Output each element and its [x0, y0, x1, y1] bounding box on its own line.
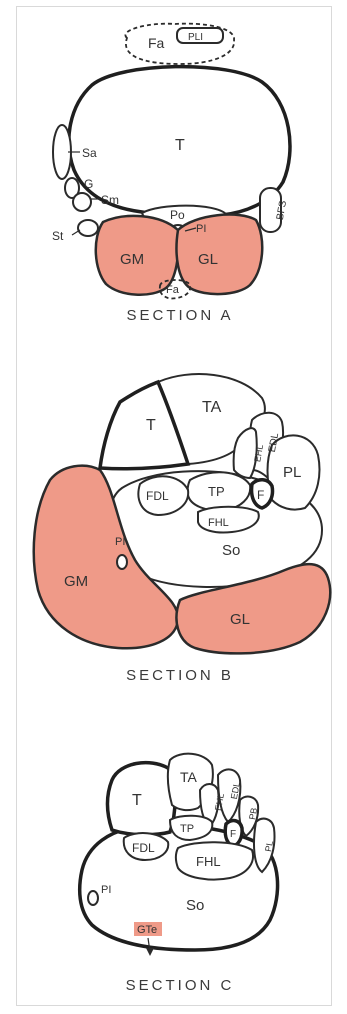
pi-shape-b	[117, 555, 127, 569]
st-shape	[78, 220, 98, 236]
label-t-c: T	[132, 792, 142, 809]
section-a: Fa PLI T Sa G Sm St Po PI BFS GM GL Fa S…	[52, 24, 290, 324]
label-t-b: T	[146, 417, 156, 434]
label-pb-c: PB	[247, 807, 259, 821]
label-pl-b: PL	[283, 464, 301, 481]
label-g: G	[84, 177, 93, 191]
label-pi-c: PI	[101, 884, 111, 896]
label-sa: Sa	[82, 146, 97, 160]
label-tp-c: TP	[180, 823, 194, 835]
label-f-c: F	[230, 829, 236, 840]
label-st: St	[52, 229, 64, 243]
label-gl-b: GL	[230, 611, 250, 628]
label-ta-c: TA	[180, 769, 198, 785]
label-tp-b: TP	[208, 484, 225, 499]
label-gl-a: GL	[198, 251, 218, 268]
section-c: T TA EHL EDL PB PL TP F FDL FHL PI So GT…	[80, 754, 278, 994]
label-fa-bottom: Fa	[166, 284, 180, 296]
label-fhl-c: FHL	[196, 854, 221, 869]
label-po: Po	[170, 208, 185, 222]
label-pl-c: PL	[263, 840, 275, 853]
section-b: T TA EHL EDL PL FDL TP F FHL PI So GM GL…	[34, 374, 330, 684]
label-pli: PLI	[188, 32, 203, 43]
caption-section-b: SECTION B	[126, 667, 234, 684]
label-gm-a: GM	[120, 251, 144, 268]
label-t-a: T	[175, 137, 185, 154]
label-ta-b: TA	[202, 399, 222, 416]
pi-shape-c	[88, 891, 98, 905]
label-pi-b: PI	[115, 536, 125, 548]
label-so-c: So	[186, 897, 204, 914]
label-sm: Sm	[101, 193, 119, 207]
gl-shape-a	[177, 215, 263, 295]
gte-arrowhead	[146, 948, 154, 956]
label-fdl-c: FDL	[132, 841, 155, 855]
label-fhl-b: FHL	[208, 517, 229, 529]
label-gte: GTe	[137, 924, 157, 936]
sm-shape	[73, 193, 91, 211]
label-bfs: BFS	[275, 199, 289, 220]
label-gm-b: GM	[64, 573, 88, 590]
caption-section-c: SECTION C	[126, 977, 235, 994]
label-so-b: So	[222, 542, 240, 559]
label-fa-top: Fa	[148, 35, 165, 51]
label-f-b: F	[257, 488, 264, 502]
label-pi-a: PI	[196, 223, 206, 235]
caption-section-a: SECTION A	[126, 307, 233, 324]
label-fdl-b: FDL	[146, 489, 169, 503]
